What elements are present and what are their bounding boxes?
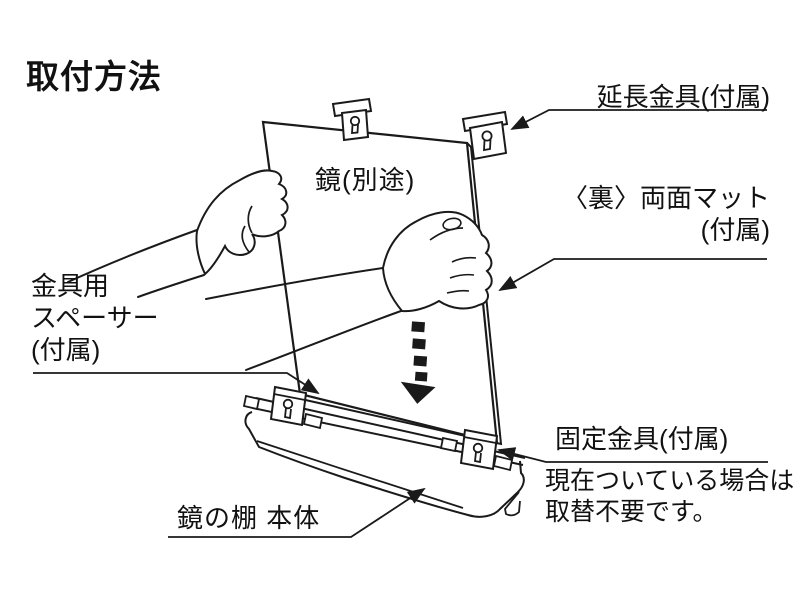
extension-bracket-loose [461,110,509,161]
fixing-bracket-note-line1: 現在ついている場合は [545,467,795,495]
fixing-bracket-right [439,428,514,472]
callout-spacer-line1: 金具用 [31,271,110,301]
page-title: 取付方法 [26,58,162,95]
callout-back-mat: 〈裏〉両面マット (付属) [562,182,770,246]
callout-back-mat-line1: 〈裏〉両面マット [561,183,770,213]
callout-extension-bracket: 延長金具(付属) [596,82,770,112]
fixing-bracket-left [242,385,324,430]
forearms [67,229,402,371]
callout-spacer: 金具用 スペーサー (付属) [31,270,159,366]
leader-shelf [168,487,426,538]
callout-back-mat-line2: (付属) [700,215,770,245]
leader-spacer [33,372,320,395]
leader-fixing-bracket [497,447,768,463]
fixing-bracket-note: 現在ついている場合は 取替不要です。 [545,466,794,528]
fixing-bracket-note-line2: 取替不要です。 [545,498,718,526]
callout-spacer-line2: スペーサー [31,303,159,333]
callout-fixing-bracket: 固定金具(付属) [555,424,729,454]
left-hand [195,169,289,276]
leader-back-mat [498,258,767,291]
callout-shelf: 鏡の棚 本体 [177,503,321,533]
right-hand [381,210,493,313]
callout-spacer-line3: (付属) [31,335,101,365]
mirror-label: 鏡(別途) [315,165,416,195]
leader-extension-bracket [510,109,767,130]
extension-bracket-mounted [331,97,373,142]
insert-direction-arrow [400,321,436,404]
